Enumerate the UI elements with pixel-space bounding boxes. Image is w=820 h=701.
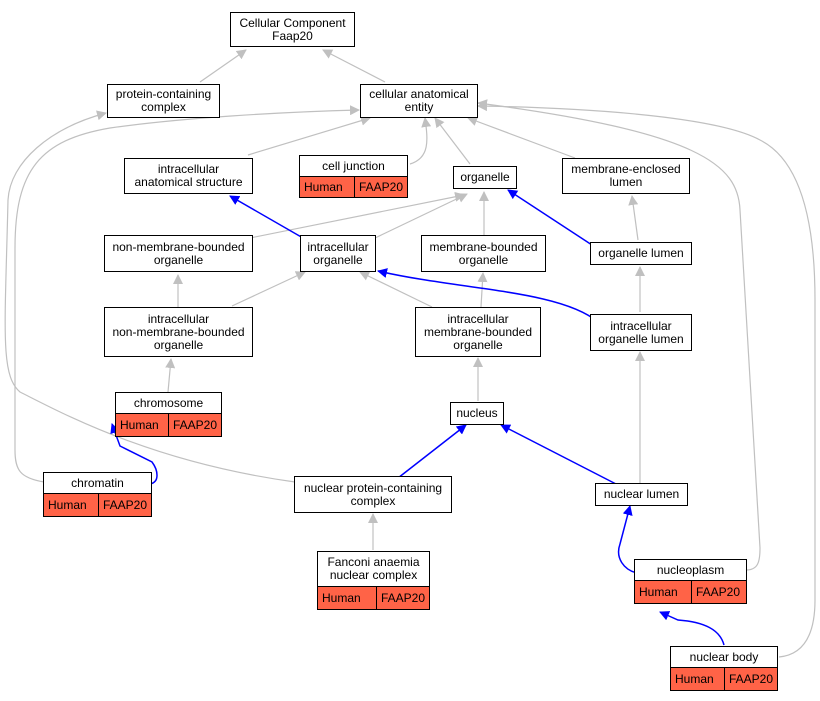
- node-label: nucleus: [456, 406, 498, 420]
- edge-membrane-lumen-to-anatomical: [467, 116, 576, 159]
- node-label: nuclear lumen: [603, 487, 680, 501]
- annotation-gene: FAAP20: [168, 414, 221, 436]
- edge-anatomical-to-root: [322, 49, 386, 83]
- annotation-chromatin: Human FAAP20: [43, 493, 152, 517]
- edge-intra-membrane-to-membrane-bounded: [477, 272, 488, 308]
- annotation-species: Human: [300, 177, 354, 197]
- edge-intra-lumen-to-intra-organelle: [377, 268, 599, 323]
- edge-intra-membrane-to-intra-organelle: [359, 271, 433, 308]
- annotation-species: Human: [44, 494, 98, 516]
- gray-edges: [4, 49, 816, 658]
- edge-cell-junction-to-anatomical: [409, 117, 432, 165]
- node-nucleus[interactable]: nucleus: [450, 402, 504, 425]
- annotation-gene: FAAP20: [354, 177, 407, 197]
- annotation-gene: FAAP20: [376, 587, 429, 609]
- edge-chromosome-to-intra-non-membrane: [165, 358, 176, 393]
- node-label: organelle: [460, 170, 510, 184]
- annotation-gene: FAAP20: [724, 668, 777, 690]
- node-chromosome[interactable]: chromosome: [115, 392, 222, 414]
- node-label: cell junction: [322, 158, 385, 173]
- annotation-chromosome: Human FAAP20: [115, 413, 222, 437]
- node-label: organelle lumen: [598, 246, 684, 260]
- node-label: chromatin: [71, 475, 124, 490]
- edge-nuclear-body-to-nucleoplasm: [659, 611, 725, 646]
- node-nuclear-body[interactable]: nuclear body: [670, 646, 778, 668]
- node-organelle[interactable]: organelle: [453, 166, 517, 189]
- edge-chromatin-to-chromosome: [110, 423, 158, 485]
- annotation-species: Human: [635, 581, 691, 603]
- edge-intracellular-structure-to-anatomical: [247, 115, 371, 156]
- annotation-species: Human: [318, 587, 376, 609]
- node-organelle-lumen[interactable]: organelle lumen: [590, 242, 692, 265]
- edge-intra-organelle-to-organelle: [374, 193, 468, 239]
- edge-non-membrane-to-organelle: [249, 191, 465, 239]
- node-cell-junction[interactable]: cell junction: [299, 155, 408, 177]
- node-label: nuclear body: [689, 649, 759, 664]
- node-nuclear-lumen[interactable]: nuclear lumen: [595, 483, 688, 506]
- edge-nuclear-lumen-to-nucleus: [500, 424, 617, 485]
- edge-chromatin-to-anatomical: [14, 105, 360, 483]
- node-nucleoplasm[interactable]: nucleoplasm: [634, 559, 747, 581]
- edge-protein-complex-to-root: [199, 49, 247, 83]
- edge-nuclear-complex-to-protein-complex: [4, 110, 296, 483]
- edge-organelle-to-anatomical: [434, 117, 471, 165]
- node-label: nucleoplasm: [656, 562, 725, 577]
- annotation-nucleoplasm: Human FAAP20: [634, 580, 747, 604]
- edge-nuclear-complex-to-nucleus: [397, 424, 467, 479]
- edge-organelle-lumen-to-membrane-lumen: [628, 195, 639, 241]
- node-chromatin[interactable]: chromatin: [43, 472, 152, 494]
- annotation-species: Human: [116, 414, 168, 436]
- annotation-species: Human: [671, 668, 724, 690]
- annotation-nuclear-body: Human FAAP20: [670, 667, 778, 691]
- edge-nucleoplasm-to-anatomical: [477, 99, 761, 571]
- edge-nucleoplasm-to-nuclear-lumen: [617, 505, 638, 574]
- annotation-gene: FAAP20: [692, 581, 746, 603]
- blue-edges: [110, 189, 725, 646]
- edge-organelle-lumen-to-organelle: [507, 189, 593, 246]
- annotation-gene: FAAP20: [98, 494, 151, 516]
- node-label: chromosome: [133, 395, 204, 410]
- annotation-fanconi-anaemia-nuclear-complex: Human FAAP20: [317, 586, 430, 610]
- annotation-cell-junction: Human FAAP20: [299, 176, 408, 198]
- edge-intra-organelle-to-intracellular-structure: [229, 195, 304, 239]
- edge-nuclear-body-to-anatomical: [477, 101, 816, 658]
- edge-intra-non-membrane-to-intra-organelle: [231, 271, 306, 307]
